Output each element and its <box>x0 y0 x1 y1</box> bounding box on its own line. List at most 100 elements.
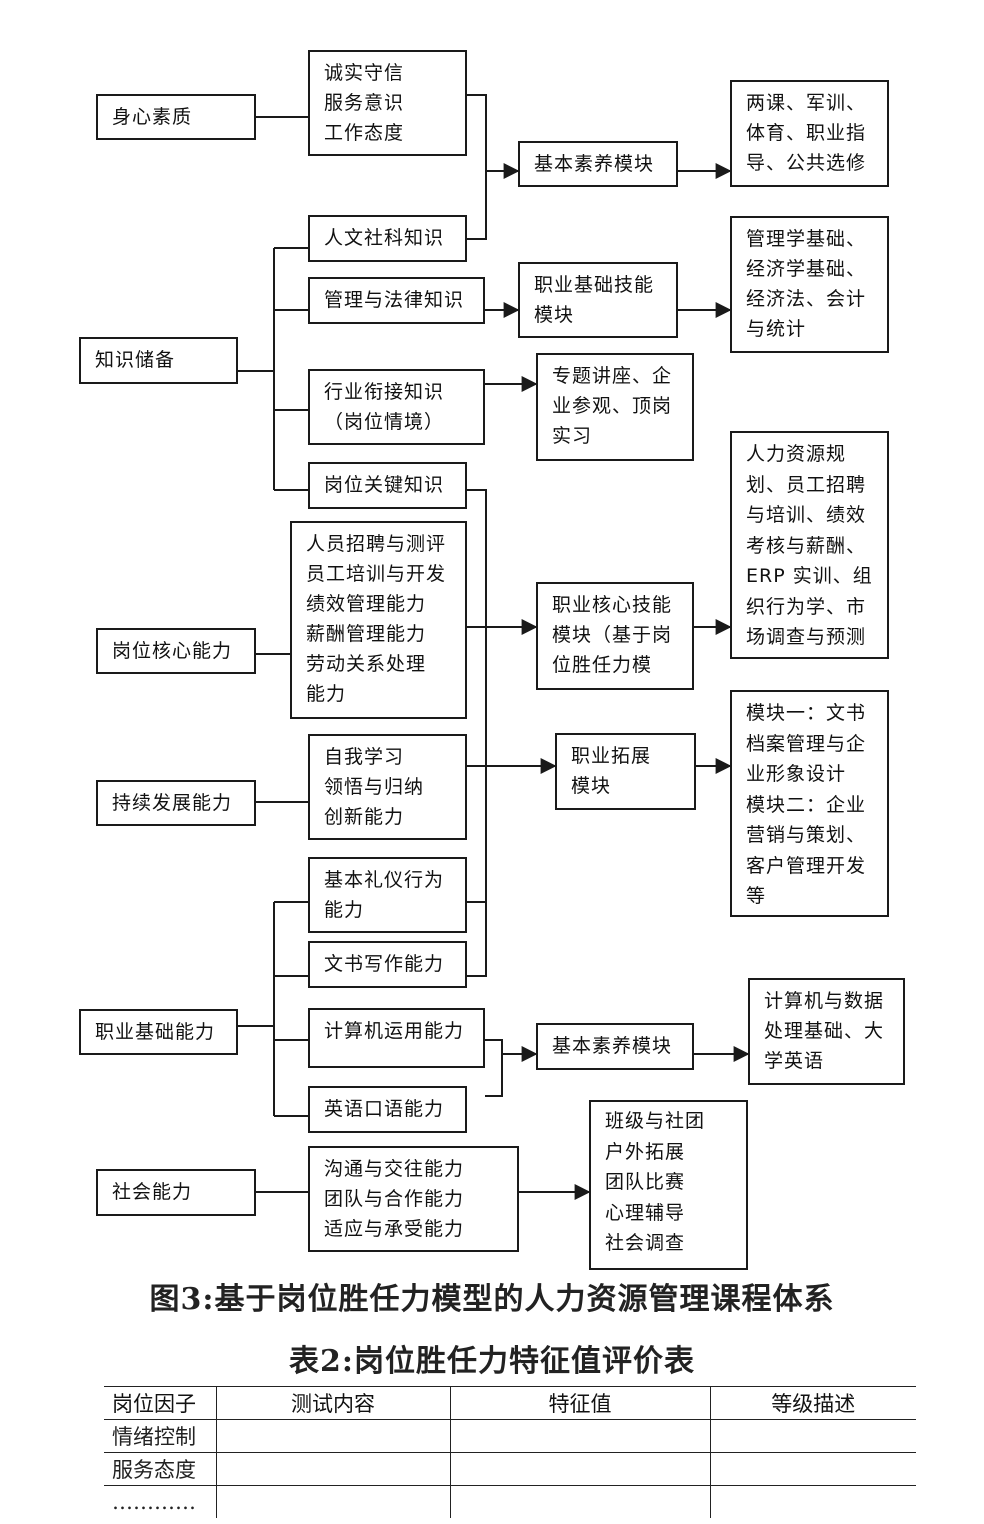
node-text-line: 基本礼仪行为 <box>324 869 445 891</box>
node-suyang1: 基本素养模块 <box>518 141 678 187</box>
node-text-line: 心理辅导 <box>605 1201 686 1224</box>
node-text-line: 人力资源规 <box>746 443 847 465</box>
node-text-line: 专题讲座、企 <box>552 365 673 387</box>
node-text-line: 导、公共选修 <box>746 152 867 174</box>
node-yingyu: 英语口语能力 <box>308 1086 467 1133</box>
node-text-line: （岗位情境） <box>324 411 445 433</box>
node-text-line: 业形象设计 <box>746 763 847 785</box>
node-text-line: 基本素养模块 <box>552 1035 673 1057</box>
node-text-line: 团队比赛 <box>605 1171 686 1193</box>
table-cell <box>709 1485 916 1518</box>
node-text-line: 人员招聘与测评 <box>306 533 447 555</box>
node-text-line: 职业基础技能 <box>534 274 655 296</box>
node-text-line: 业参观、顶岗 <box>552 395 673 417</box>
node-text-line: 团队与合作能力 <box>324 1188 465 1210</box>
node-text-line: 经济学基础、 <box>746 258 867 280</box>
header-feature-value: 特征值 <box>449 1386 710 1420</box>
node-tuozhan: 职业拓展模块 <box>555 733 696 810</box>
node-text-line: 处理基础、大 <box>764 1020 885 1042</box>
table-caption: 表2:岗位胜任力特征值评价表 <box>289 1344 695 1379</box>
node-ziwo: 自我学习领悟与归纳创新能力 <box>308 734 467 840</box>
table-cell <box>449 1419 710 1453</box>
node-text-line: 能力 <box>306 683 347 705</box>
node-gangwei-zhishi: 岗位关键知识 <box>308 462 467 509</box>
node-shehui: 社会能力 <box>96 1169 256 1216</box>
header-level-description: 等级描述 <box>709 1386 916 1420</box>
node-text-line: 管理学基础、 <box>746 228 867 250</box>
node-text-line: 服务意识 <box>324 92 405 114</box>
node-text-line: 行业衔接知识 <box>324 381 445 403</box>
node-hexin-mokuai: 职业核心技能模块（基于岗位胜任力模 <box>536 582 694 690</box>
node-liyi: 基本礼仪行为能力 <box>308 857 467 933</box>
table-row: ………… <box>104 1485 916 1518</box>
node-text-line: 知识储备 <box>95 349 176 371</box>
node-jisuanji-yy: 计算机与数据处理基础、大学英语 <box>748 978 905 1085</box>
node-text-line: 职业核心技能 <box>552 594 673 616</box>
evaluation-table: 岗位因子 测试内容 特征值 等级描述 情绪控制 服务态度 ………… <box>104 1386 916 1518</box>
node-text-line: 计算机与数据 <box>764 990 885 1012</box>
node-text-line: 营销与策划、 <box>746 824 867 846</box>
node-text-line: 岗位关键知识 <box>324 474 445 496</box>
node-text-line: 位胜任力模 <box>552 654 653 676</box>
edge-chengxin-bus <box>467 94 487 240</box>
node-text-line: 职业拓展 <box>571 745 652 767</box>
node-text-line: 薪酬管理能力 <box>306 623 427 645</box>
node-text-line: ERP 实训、组 <box>746 565 873 587</box>
node-text-line: 职业基础能力 <box>95 1021 216 1043</box>
node-text-line: 模块 <box>571 775 612 797</box>
node-text-line: 模块（基于岗 <box>552 624 673 646</box>
node-text-line: 基本素养模块 <box>534 153 655 175</box>
node-text-line: 实习 <box>552 425 593 447</box>
node-text-line: 场调查与预测 <box>746 626 867 648</box>
node-shenxin: 身心素质 <box>96 94 256 140</box>
node-banji: 班级与社团户外拓展团队比赛心理辅导社会调查 <box>589 1100 748 1270</box>
table-cell <box>449 1485 710 1518</box>
node-text-line: 与培训、绩效 <box>746 504 867 526</box>
node-text-line: 模块 <box>534 304 575 326</box>
node-text-line: 管理与法律知识 <box>324 289 465 311</box>
node-text-line: 适应与承受能力 <box>324 1218 465 1240</box>
node-jichu-nengli: 职业基础能力 <box>79 1009 238 1055</box>
table-cell: 情绪控制 <box>104 1419 216 1453</box>
node-text-line: 经济法、会计 <box>746 288 867 310</box>
table-header-row: 岗位因子 测试内容 特征值 等级描述 <box>104 1386 916 1420</box>
node-text-line: 创新能力 <box>324 806 405 828</box>
node-jisuanji: 计算机运用能力 <box>308 1008 485 1068</box>
node-text-line: 能力 <box>324 899 365 921</box>
table-cell <box>449 1452 710 1486</box>
node-text-line: 文书写作能力 <box>324 953 445 975</box>
node-text-line: 学英语 <box>764 1050 825 1072</box>
course-system-diagram: 身心素质 知识储备 岗位核心能力 持续发展能力 职业基础能力 社会能力 诚实守信… <box>79 50 905 1270</box>
node-text-line: 员工培训与开发 <box>306 563 447 585</box>
node-text-line: 划、员工招聘 <box>746 473 867 496</box>
node-suyang2: 基本素养模块 <box>536 1023 694 1070</box>
node-text-line: 模块二：企业 <box>746 793 867 816</box>
node-text-line: 客户管理开发 <box>746 854 867 877</box>
node-text-line: 织行为学、市 <box>746 595 867 618</box>
node-text-line: 持续发展能力 <box>112 792 233 814</box>
node-mokuai: 模块一：文书档案管理与企业形象设计模块二：企业营销与策划、客户管理开发等 <box>730 690 889 917</box>
node-wenshu: 文书写作能力 <box>308 941 467 988</box>
header-factor: 岗位因子 <box>104 1386 216 1420</box>
node-text-line: 计算机运用能力 <box>324 1020 465 1042</box>
node-guanli-falv: 管理与法律知识 <box>308 277 485 324</box>
node-zhiye-jineng: 职业基础技能模块 <box>518 262 678 338</box>
node-guanlixue: 管理学基础、经济学基础、经济法、会计与统计 <box>730 216 889 353</box>
header-test-content: 测试内容 <box>215 1386 450 1420</box>
node-zhuanti: 专题讲座、企业参观、顶岗实习 <box>536 353 694 461</box>
node-text-line: 等 <box>746 885 767 907</box>
node-text-line: 班级与社团 <box>605 1110 706 1132</box>
table-cell: 服务态度 <box>104 1452 216 1486</box>
node-text-line: 沟通与交往能力 <box>324 1158 465 1180</box>
node-text-line: 考核与薪酬、 <box>746 534 867 557</box>
edge-gangwei-bus <box>467 489 487 977</box>
table-cell <box>709 1452 916 1486</box>
node-hangye: 行业衔接知识 （岗位情境） <box>308 369 485 445</box>
node-text-line: 两课、军训、 <box>746 92 867 114</box>
table-cell <box>215 1485 450 1518</box>
figure-caption: 图3:基于岗位胜任力模型的人力资源管理课程体系 <box>149 1282 835 1317</box>
node-text-line: 身心素质 <box>112 106 193 128</box>
node-text-line: 绩效管理能力 <box>306 593 427 615</box>
node-text-line: 模块一：文书 <box>746 702 867 724</box>
node-text-line: 社会能力 <box>112 1181 193 1203</box>
